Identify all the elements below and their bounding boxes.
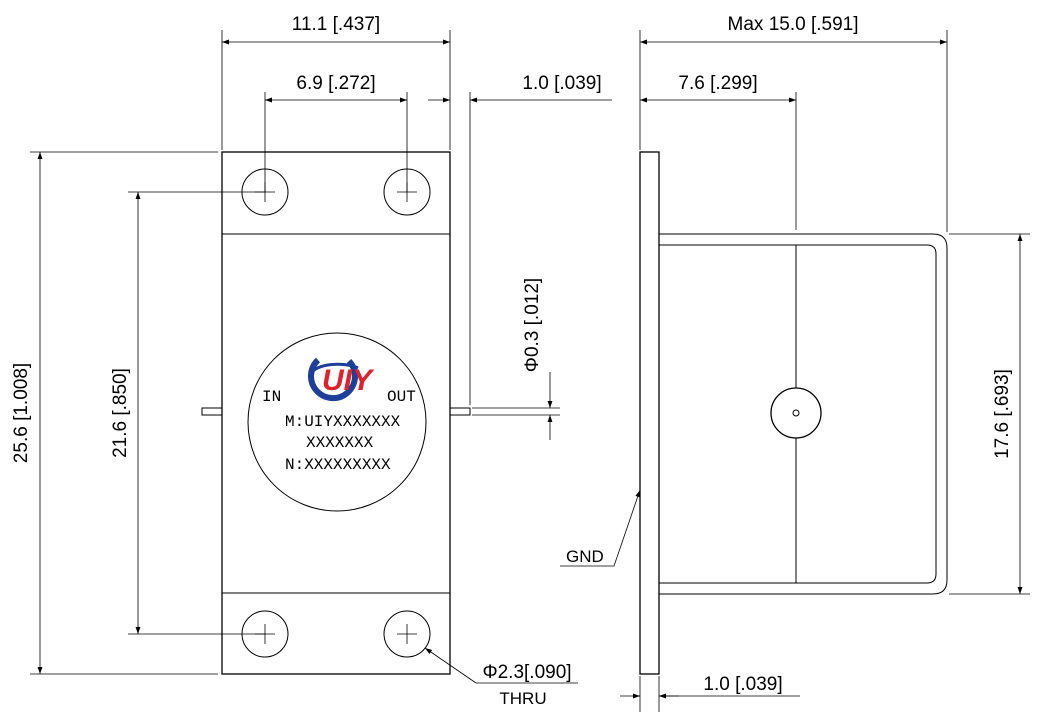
in-label: IN xyxy=(262,388,281,406)
gnd-label: GND xyxy=(566,547,604,566)
dim-max-length: Max 15.0 [.591] xyxy=(639,14,948,232)
svg-text:11.1 [.437]: 11.1 [.437] xyxy=(292,14,380,35)
svg-text:Φ0.3 [.012]: Φ0.3 [.012] xyxy=(522,278,543,372)
model-text: M:UIYXXXXXXX xyxy=(285,413,401,431)
dim-flange-thickness: 1.0 [.039] xyxy=(620,674,800,712)
dim-hole-spacing-y: 21.6 [.850] xyxy=(110,191,265,635)
dim-pin-diameter: Φ0.3 [.012] xyxy=(472,278,560,440)
gnd-leader: GND xyxy=(560,489,641,567)
side-flange xyxy=(639,151,660,675)
svg-text:21.6 [.850]: 21.6 [.850] xyxy=(110,368,131,458)
svg-text:Φ2.3[.090]: Φ2.3[.090] xyxy=(482,662,571,683)
out-label: OUT xyxy=(387,388,416,406)
side-body-outer xyxy=(659,233,948,595)
dim-height-overall: 25.6 [1.008] xyxy=(11,151,218,675)
uiy-logo-icon: UIY xyxy=(308,357,375,402)
label-circle xyxy=(247,332,427,512)
serial-text: N:XXXXXXXXX xyxy=(285,456,391,474)
side-body-inner xyxy=(659,244,937,584)
front-view: UIY IN OUT M:UIYXXXXXXX XXXXXXX N:XXXXXX… xyxy=(11,14,612,708)
svg-text:6.9 [.272]: 6.9 [.272] xyxy=(296,73,375,94)
connector-pin-dot xyxy=(792,409,800,417)
dim-pin-length: 1.0 [.039] xyxy=(428,73,612,405)
logo-text: UIY xyxy=(322,364,375,397)
dim-hole-spacing-x: 6.9 [.272] xyxy=(264,73,408,192)
mounting-hole xyxy=(383,610,431,658)
dim-body-height: 17.6 [.693] xyxy=(949,233,1030,595)
svg-text:THRU: THRU xyxy=(499,689,546,708)
svg-text:7.6 [.299]: 7.6 [.299] xyxy=(678,73,757,94)
model-suffix-text: XXXXXXX xyxy=(306,434,374,452)
svg-text:1.0 [.039]: 1.0 [.039] xyxy=(703,674,782,695)
input-pin xyxy=(201,407,223,416)
dim-hole-diameter: Φ2.3[.090] THRU xyxy=(424,647,578,708)
side-view: Max 15.0 [.591] 7.6 [.299] 17.6 [.693] 1… xyxy=(560,14,1030,712)
front-body xyxy=(221,151,451,675)
output-pin xyxy=(449,407,471,416)
dim-width-overall: 11.1 [.437] xyxy=(221,14,451,150)
dim-connector-offset: 7.6 [.299] xyxy=(640,73,797,230)
svg-text:25.6 [1.008]: 25.6 [1.008] xyxy=(11,363,32,463)
svg-text:Max 15.0 [.591]: Max 15.0 [.591] xyxy=(728,14,859,35)
svg-text:17.6 [.693]: 17.6 [.693] xyxy=(992,369,1013,459)
svg-text:1.0 [.039]: 1.0 [.039] xyxy=(522,73,601,94)
connector-circle xyxy=(770,387,822,439)
